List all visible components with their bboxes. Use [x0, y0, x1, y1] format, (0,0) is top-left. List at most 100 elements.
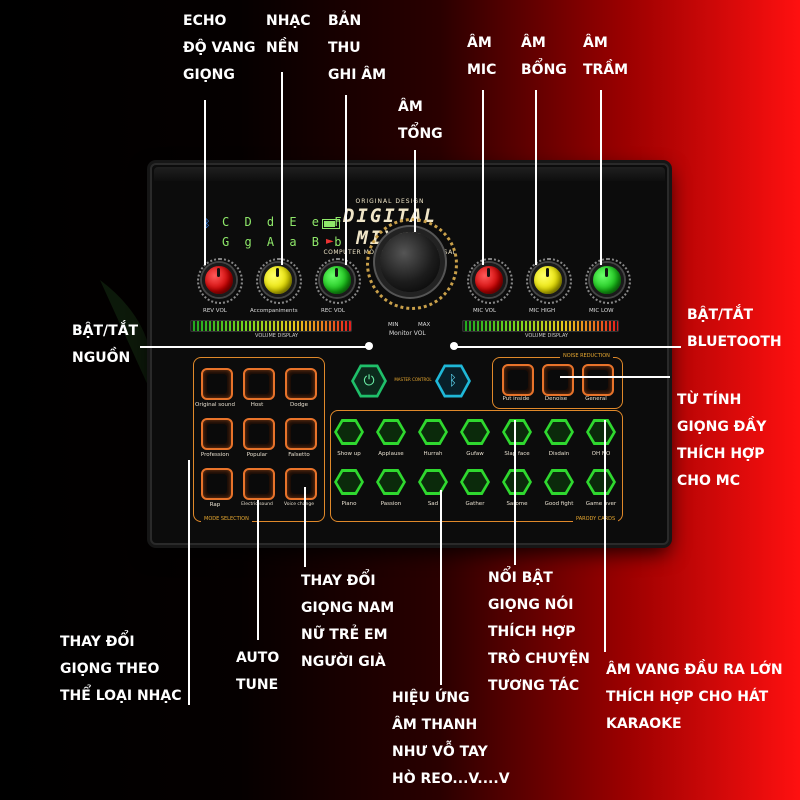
knob-scale [315, 258, 361, 304]
put-inside-label: Put inside [502, 396, 530, 402]
denoise-button[interactable] [542, 364, 574, 396]
record-line-1: BẢN [328, 13, 362, 29]
show-up-label: Show up [337, 451, 361, 457]
effects-line-1: HIỆU ỨNG [392, 690, 470, 706]
mc-line-3: THÍCH HỢP [677, 446, 765, 462]
mic-low-label: MIC LOW [589, 308, 614, 314]
echo-annotation: ECHO ĐỘ VANG GIỌNG [183, 8, 255, 89]
record-volume-knob[interactable] [320, 263, 354, 297]
power-line-1: BẬT/TẮT [72, 323, 139, 339]
mic-bass-knob[interactable] [590, 263, 624, 297]
good-fight-button[interactable] [544, 469, 574, 495]
mc-annotation: TỪ TÍNH GIỌNG ĐẦY THÍCH HỢP CHO MC [677, 387, 766, 495]
disdain-button[interactable] [544, 419, 574, 445]
bass-annotation: ÂM TRẦM [583, 30, 628, 84]
applause-button[interactable] [376, 419, 406, 445]
bluetooth-pointer-dot [450, 342, 458, 350]
autotune-line-2: TUNE [236, 677, 279, 693]
knob-scale [467, 258, 513, 304]
knob-scale [585, 258, 631, 304]
hurrah-button[interactable] [418, 419, 448, 445]
host-button[interactable] [243, 368, 275, 400]
sarome-button[interactable] [502, 469, 532, 495]
piano-label: Piano [341, 501, 357, 507]
bass-line-2: TRẦM [583, 62, 629, 78]
oh-no-label: OH NO [591, 451, 611, 457]
passion-button[interactable] [376, 469, 406, 495]
effects-line-3: NHƯ VỖ TAY [392, 744, 488, 760]
master-pointer-line [414, 150, 416, 232]
mic-vol-label: MIC VOL [473, 308, 497, 314]
echo-line-3: GIỌNG [183, 67, 235, 83]
put-inside-button[interactable] [502, 364, 534, 396]
bluetooth-pointer-line [453, 346, 681, 348]
original-sound-label: Original sound [195, 402, 235, 408]
treble-annotation: ÂM BỔNG [521, 30, 567, 84]
host-label: Host [250, 402, 264, 408]
mode-selection-caption: MODE SELECTION [201, 516, 252, 522]
general-button[interactable] [582, 364, 614, 396]
profession-button[interactable] [201, 418, 233, 450]
show-up-button[interactable] [334, 419, 364, 445]
gather-label: Gather [465, 501, 485, 507]
original-sound-button[interactable] [201, 368, 233, 400]
power-icon: ⏻ [363, 373, 375, 389]
gather-button[interactable] [460, 469, 490, 495]
sad-label: Sad [427, 501, 439, 507]
mode-selection-panel [193, 357, 325, 522]
voice-change-line-4: NGƯỜI GIÀ [301, 654, 386, 670]
master-annotation: ÂM TỔNG [398, 94, 443, 148]
reverb-knob-label: REV VOL [203, 308, 227, 314]
noise-reduction-caption: NOISE REDUCTION [560, 353, 613, 359]
profession-label: Profession [200, 452, 230, 458]
device-top-edge [154, 167, 665, 181]
record-knob-label: REC VOL [321, 308, 345, 314]
denoise-label: Denoise [544, 396, 568, 402]
voice-change-line-1: THAY ĐỔI [301, 573, 376, 589]
monitor-volume-knob[interactable] [380, 232, 440, 292]
mic-volume-knob[interactable] [472, 263, 506, 297]
knob-scale [256, 258, 302, 304]
right-meter-caption: VOLUME DISPLAY [525, 333, 569, 339]
noise-reduction-panel [492, 357, 623, 409]
mc-line-2: GIỌNG ĐẦY [677, 419, 767, 435]
popular-label: Popular [246, 452, 268, 458]
oh-no-button[interactable] [586, 419, 616, 445]
brand-top: ORIGINAL DESIGN [355, 198, 425, 205]
dodge-button[interactable] [285, 368, 317, 400]
accompaniment-knob[interactable] [261, 263, 295, 297]
bluetooth-status-icon: ᛒ [204, 217, 211, 230]
echo-line-2: ĐỘ VANG [183, 40, 256, 56]
rap-button[interactable] [201, 468, 233, 500]
mic-high-label: MIC HIGH [529, 308, 556, 314]
talk-line-3: THÍCH HỢP [488, 624, 576, 640]
genre-line-3: THỂ LOẠI NHẠC [60, 688, 182, 704]
electric-sound-button[interactable] [243, 468, 275, 500]
slap-face-button[interactable] [502, 419, 532, 445]
mic-line-1: ÂM [467, 35, 492, 51]
hurrah-label: Hurrah [423, 451, 443, 457]
popular-button[interactable] [243, 418, 275, 450]
falsetto-button[interactable] [285, 418, 317, 450]
falsetto-label: Falsetto [288, 452, 310, 458]
piano-button[interactable] [334, 469, 364, 495]
bass-pointer-line [600, 90, 602, 265]
reverb-knob[interactable] [202, 263, 236, 297]
karaoke-pointer-line [604, 420, 606, 652]
rap-label: Rap [209, 502, 221, 508]
knob-scale [526, 258, 572, 304]
gufaw-button[interactable] [460, 419, 490, 445]
voice-change-line-2: GIỌNG NAM [301, 600, 395, 616]
master-control-label: MASTER CONTROL [394, 377, 432, 382]
monitor-knob-label: Monitor VOL [389, 330, 426, 337]
mc-pointer-line [560, 376, 670, 378]
mc-line-4: CHO MC [677, 473, 740, 489]
game-over-button[interactable] [586, 469, 616, 495]
bluetooth-line-2: BLUETOOTH [687, 334, 782, 350]
mic-treble-knob[interactable] [531, 263, 565, 297]
sad-button[interactable] [418, 469, 448, 495]
karaoke-annotation: ÂM VANG ĐẦU RA LỚN THÍCH HỢP CHO HÁT KAR… [606, 657, 783, 738]
voice-change-button[interactable] [285, 468, 317, 500]
monitor-knob-scale [366, 218, 458, 310]
